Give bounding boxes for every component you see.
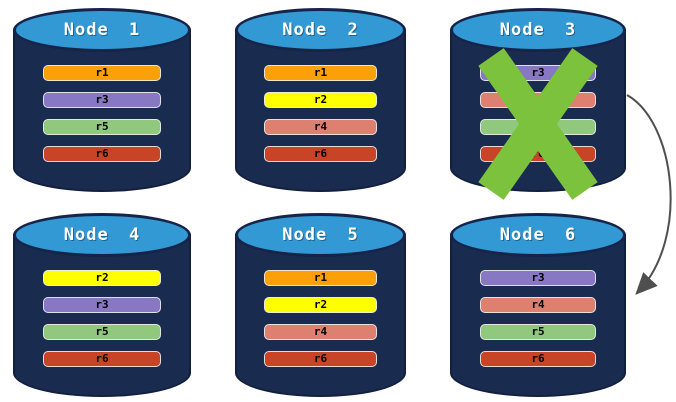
replica-label: r1 — [313, 271, 328, 284]
replica-label: r2 — [95, 271, 109, 284]
replica-bar-r3: r3 — [479, 270, 597, 286]
cylinder-body — [235, 29, 406, 192]
replica-label: r4 — [531, 93, 545, 106]
cylinder-top: Node 6 — [450, 213, 626, 257]
replica-label: r6 — [95, 352, 109, 365]
replica-list: r2 r3 r5 r6 — [13, 213, 191, 397]
cylinder-top: Node 5 — [235, 213, 406, 257]
replica-bar-r6: r6 — [263, 146, 378, 162]
replica-label: r6 — [531, 352, 545, 365]
replica-bar-r4: r4 — [263, 324, 378, 340]
replica-list: r1 r2 r4 r6 — [235, 8, 406, 192]
replica-bar-r2: r2 — [263, 297, 378, 313]
replica-bar-r1: r1 — [43, 65, 161, 81]
replica-label: r5 — [95, 325, 109, 338]
replica-bar-r6: r6 — [479, 146, 597, 162]
replica-bar-r1: r1 — [263, 65, 378, 81]
replica-bar-r4: r4 — [479, 92, 597, 108]
replica-bar-r2: r2 — [43, 270, 161, 286]
node-title: Node 3 — [499, 20, 577, 40]
cylinder-top: Node 2 — [235, 8, 406, 52]
replica-label: r3 — [531, 271, 545, 284]
replica-label: r6 — [313, 352, 328, 365]
node-2: Node 2 r1 r2 r4 r6 — [235, 8, 406, 192]
replica-label: r3 — [95, 93, 109, 106]
node-title: Node 1 — [63, 20, 141, 40]
replica-label: r5 — [531, 120, 545, 133]
replica-bar-r6: r6 — [43, 146, 161, 162]
replica-bar-r1: r1 — [263, 270, 378, 286]
node-3: Node 3 r3 r4 r5 r6 — [450, 8, 626, 192]
replica-label: r4 — [531, 298, 545, 311]
replica-bar-r5: r5 — [43, 119, 161, 135]
node-title: Node 6 — [499, 225, 577, 245]
replica-list: r1 r2 r4 r6 — [235, 213, 406, 397]
cylinder-body — [450, 234, 626, 397]
replica-label: r6 — [313, 147, 328, 160]
replica-bar-r5: r5 — [43, 324, 161, 340]
replica-bar-r4: r4 — [479, 297, 597, 313]
replica-label: r3 — [531, 66, 545, 79]
replica-label: r6 — [531, 147, 545, 160]
replica-bar-r4: r4 — [263, 119, 378, 135]
cylinder-top: Node 4 — [13, 213, 191, 257]
replica-label: r2 — [313, 298, 328, 311]
replica-label: r5 — [531, 325, 545, 338]
node-5: Node 5 r1 r2 r4 r6 — [235, 213, 406, 397]
replica-label: r1 — [95, 66, 109, 79]
node-title: Node 2 — [282, 20, 359, 40]
failover-arrow — [626, 94, 672, 295]
replica-label: r1 — [313, 66, 328, 79]
replica-bar-r2: r2 — [263, 92, 378, 108]
replica-bar-r6: r6 — [479, 351, 597, 367]
node-6: Node 6 r3 r4 r5 r6 — [450, 213, 626, 397]
replica-bar-r5: r5 — [479, 324, 597, 340]
replica-list: r1 r3 r5 r6 — [13, 8, 191, 192]
replica-list: r3 r4 r5 r6 — [450, 8, 626, 192]
node-title: Node 5 — [282, 225, 359, 245]
replica-bar-r5: r5 — [479, 119, 597, 135]
replica-list: r3 r4 r5 r6 — [450, 213, 626, 397]
cylinder-body — [13, 234, 191, 397]
replica-bar-r3: r3 — [479, 65, 597, 81]
replica-label: r4 — [313, 325, 328, 338]
replica-label: r5 — [95, 120, 109, 133]
node-title: Node 4 — [63, 225, 141, 245]
node-4: Node 4 r2 r3 r5 r6 — [13, 213, 191, 397]
replica-label: r6 — [95, 147, 109, 160]
replica-bar-r3: r3 — [43, 92, 161, 108]
cylinder-top: Node 1 — [13, 8, 191, 52]
replica-label: r2 — [313, 93, 328, 106]
replica-label: r3 — [95, 298, 109, 311]
node-1: Node 1 r1 r3 r5 r6 — [13, 8, 191, 192]
replica-label: r4 — [313, 120, 328, 133]
replica-bar-r6: r6 — [43, 351, 161, 367]
replica-bar-r3: r3 — [43, 297, 161, 313]
replica-bar-r6: r6 — [263, 351, 378, 367]
